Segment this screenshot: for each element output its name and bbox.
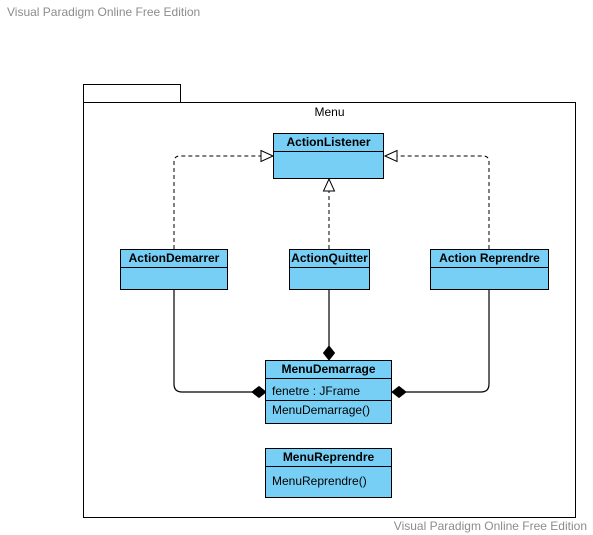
class-name: ActionDemarrer [121, 250, 227, 268]
class-name: MenuReprendre [266, 449, 391, 467]
class-name: Action Reprendre [431, 250, 548, 268]
class-actionreprendre[interactable]: Action Reprendre [430, 249, 549, 290]
composition-diamond-right [391, 385, 407, 399]
class-menudemarrage[interactable]: MenuDemarrage fenetre : JFrame MenuDemar… [265, 360, 392, 424]
composition-diamond-top [322, 345, 336, 361]
class-name: ActionListener [274, 134, 383, 152]
package-name: Menu [314, 105, 345, 119]
watermark-top: Visual Paradigm Online Free Edition [7, 5, 201, 19]
attribute-fenetre: fenetre : JFrame [272, 384, 361, 398]
realization-arrowhead-middle [322, 177, 336, 192]
package-tab [83, 84, 181, 103]
operation-menureprendre: MenuReprendre() [272, 474, 367, 488]
realization-arrowhead-left [260, 149, 275, 163]
watermark-bottom: Visual Paradigm Online Free Edition [393, 519, 587, 533]
class-actionlistener[interactable]: ActionListener [273, 133, 384, 179]
class-actiondemarrer[interactable]: ActionDemarrer [120, 249, 228, 290]
attributes-compartment: fenetre : JFrame [266, 379, 391, 401]
operation-menudemarrage: MenuDemarrage() [272, 403, 371, 417]
realization-actiondemarrer [173, 155, 261, 249]
composition-diamond-left [251, 385, 267, 399]
realization-actionreprendre [397, 155, 490, 249]
operations-compartment: MenuReprendre() [266, 467, 391, 490]
composition-actiondemarrer [173, 289, 252, 393]
class-actionquitter[interactable]: ActionQuitter [289, 249, 370, 290]
attributes-compartment [274, 152, 383, 165]
realization-arrowhead-right [383, 149, 398, 163]
operations-compartment: MenuDemarrage() [266, 401, 391, 419]
class-name: MenuDemarrage [266, 361, 391, 379]
composition-actionreprendre [406, 289, 490, 393]
class-name: ActionQuitter [290, 250, 369, 268]
class-menureprendre[interactable]: MenuReprendre MenuReprendre() [265, 448, 392, 498]
